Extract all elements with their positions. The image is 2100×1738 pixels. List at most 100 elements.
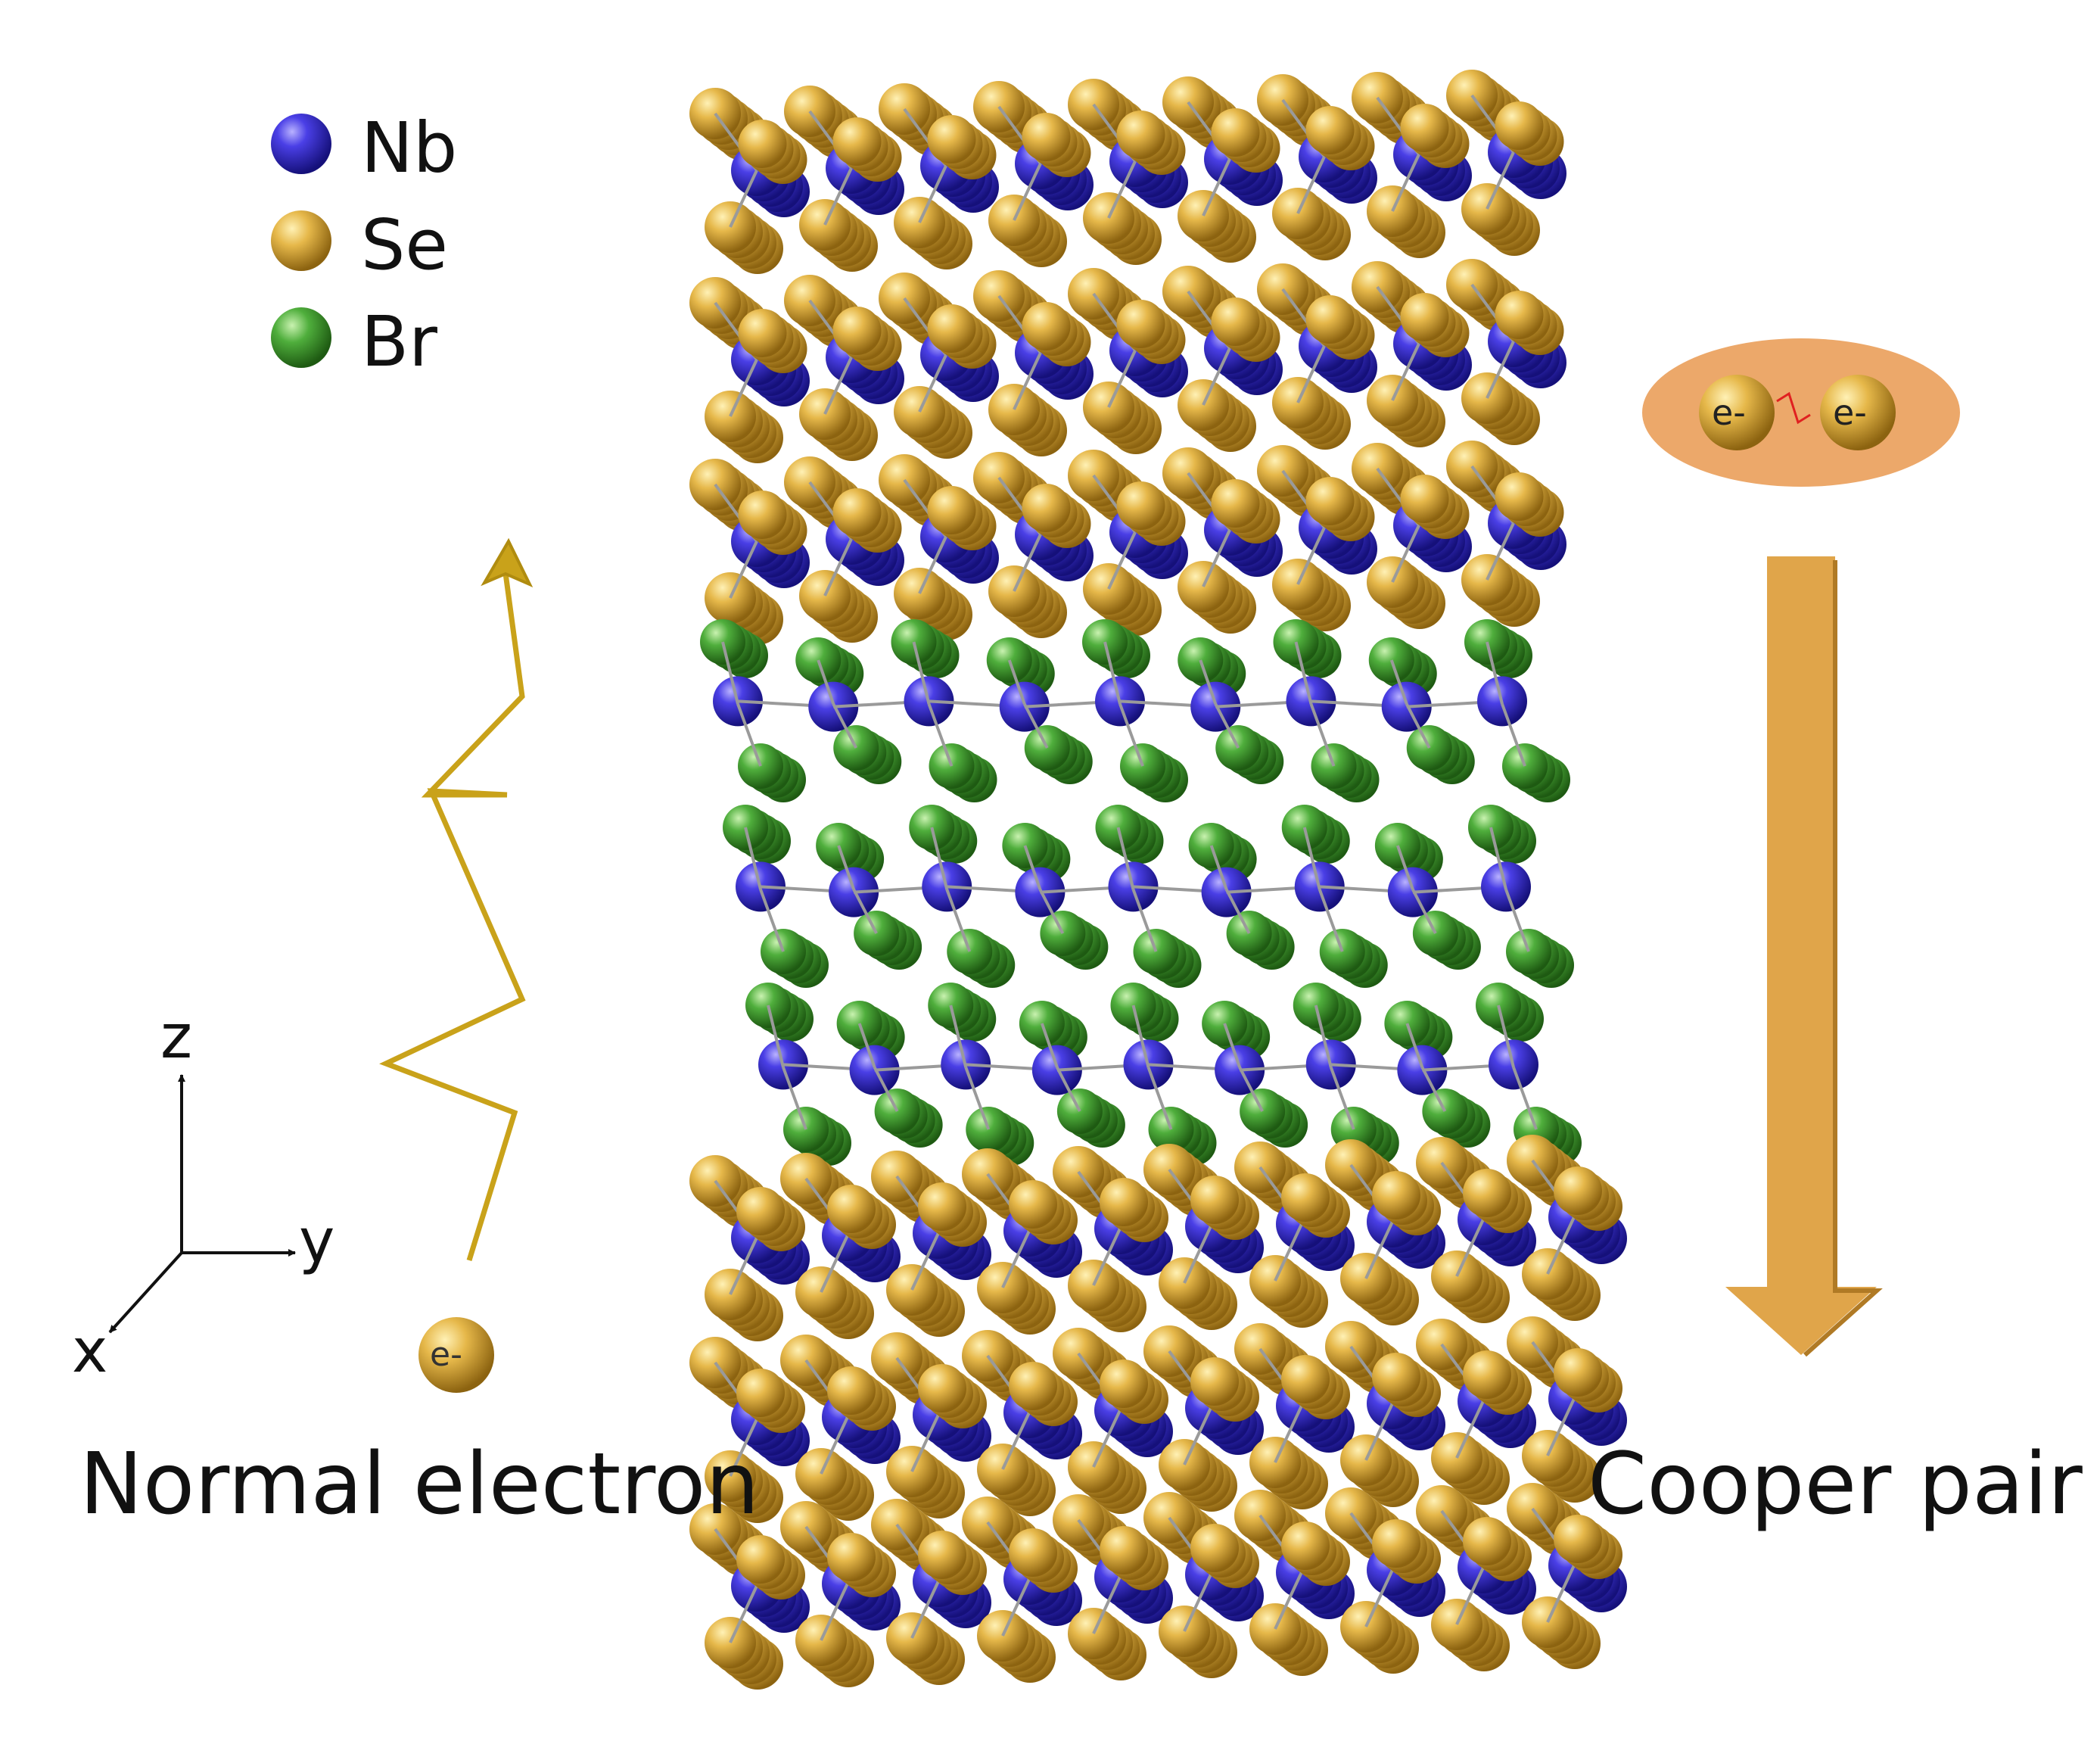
se-atom [1400,475,1449,523]
bond [910,1581,940,1639]
bond [1329,1067,1355,1130]
bond [1238,1067,1264,1112]
se-atom [1305,477,1355,525]
bond [1486,341,1515,399]
bond [729,1585,758,1643]
se-atom [1009,1528,1057,1577]
bond [1391,343,1420,401]
se-atom [1100,1360,1148,1408]
se-atom [1463,1169,1511,1217]
se-atom [1463,1517,1511,1565]
se-atom [1372,1519,1420,1568]
bond [1395,845,1414,890]
se-atom [832,488,882,537]
se-atom [927,115,976,164]
bond [1131,889,1158,952]
bond [767,1004,785,1068]
bond [1405,1023,1424,1068]
bond [964,1067,991,1130]
se-atom [927,304,976,353]
bond [1364,1221,1394,1279]
bond [782,1067,807,1130]
se-atom [1190,1357,1239,1406]
bond [1455,1567,1485,1625]
bond [1023,845,1042,890]
bond [1092,1409,1122,1468]
se-atom [1463,1350,1511,1399]
cooper-pair-arrow-shadow [1803,560,1883,1357]
legend-label-br: Br [361,301,437,382]
bond [1296,527,1326,585]
axis-label-x: x [72,1316,108,1386]
se-atom [736,1535,785,1584]
bond [1214,703,1240,749]
legend-br-marker [271,307,331,368]
bond [759,889,785,952]
se-atom [738,491,787,539]
se-atom [1116,111,1165,159]
bond [1318,889,1344,952]
bond [945,889,972,952]
se-atom [1281,1522,1330,1570]
bond [857,1023,876,1068]
se-atom [832,117,882,166]
se-atom [832,307,882,355]
bond [1455,1400,1485,1459]
cooper-electron-right-symbol: e- [1833,392,1867,433]
se-atom [827,1185,876,1233]
bond [1274,1223,1303,1282]
legend [271,114,331,368]
se-atom [1022,302,1071,350]
bond [1040,1023,1059,1068]
bond [823,357,853,415]
bond [1092,1228,1122,1286]
bond [1183,1226,1212,1284]
bond [1183,1407,1212,1465]
bond [1389,659,1408,705]
se-atom [1190,1524,1239,1572]
bond [910,1414,940,1472]
bond [1056,1067,1081,1112]
bond [817,659,835,705]
bond [729,1419,758,1477]
bond [1199,659,1218,705]
cooper-pair-arrow [1725,556,1877,1355]
bond [1223,1023,1242,1068]
bond [1209,845,1228,890]
se-atom [736,1369,785,1417]
se-atom [1022,484,1071,532]
bond [823,538,853,596]
se-atom [1116,300,1165,348]
bond [721,641,739,705]
bond [1391,154,1420,212]
axis-label-z: z [160,1001,192,1072]
bond [823,167,853,226]
bond [927,703,954,767]
se-atom [1022,113,1071,161]
bond [1274,1571,1303,1630]
se-atom [736,1187,785,1235]
bond [1118,703,1144,767]
cooper-electron-left [1699,375,1775,450]
bond [1294,641,1313,705]
bond [1364,1403,1394,1461]
se-atom [1100,1178,1148,1226]
bond [852,889,878,934]
legend-label-nb: Nb [361,107,458,188]
normal-electron-zigzag-path [379,556,526,1262]
se-atom [1495,291,1544,339]
se-atom [1372,1353,1420,1401]
bond [1405,703,1431,749]
bond [918,536,947,594]
bond [1038,889,1065,934]
bond [729,359,758,417]
se-atom [1009,1180,1057,1229]
bond [1107,531,1137,590]
se-atom [738,120,787,168]
bond [1013,534,1042,592]
bond [1486,151,1515,210]
bond [820,1235,849,1293]
normal-electron-label: Normal electron [79,1435,760,1534]
cooper-pair-label: Cooper pair [1588,1435,2083,1534]
